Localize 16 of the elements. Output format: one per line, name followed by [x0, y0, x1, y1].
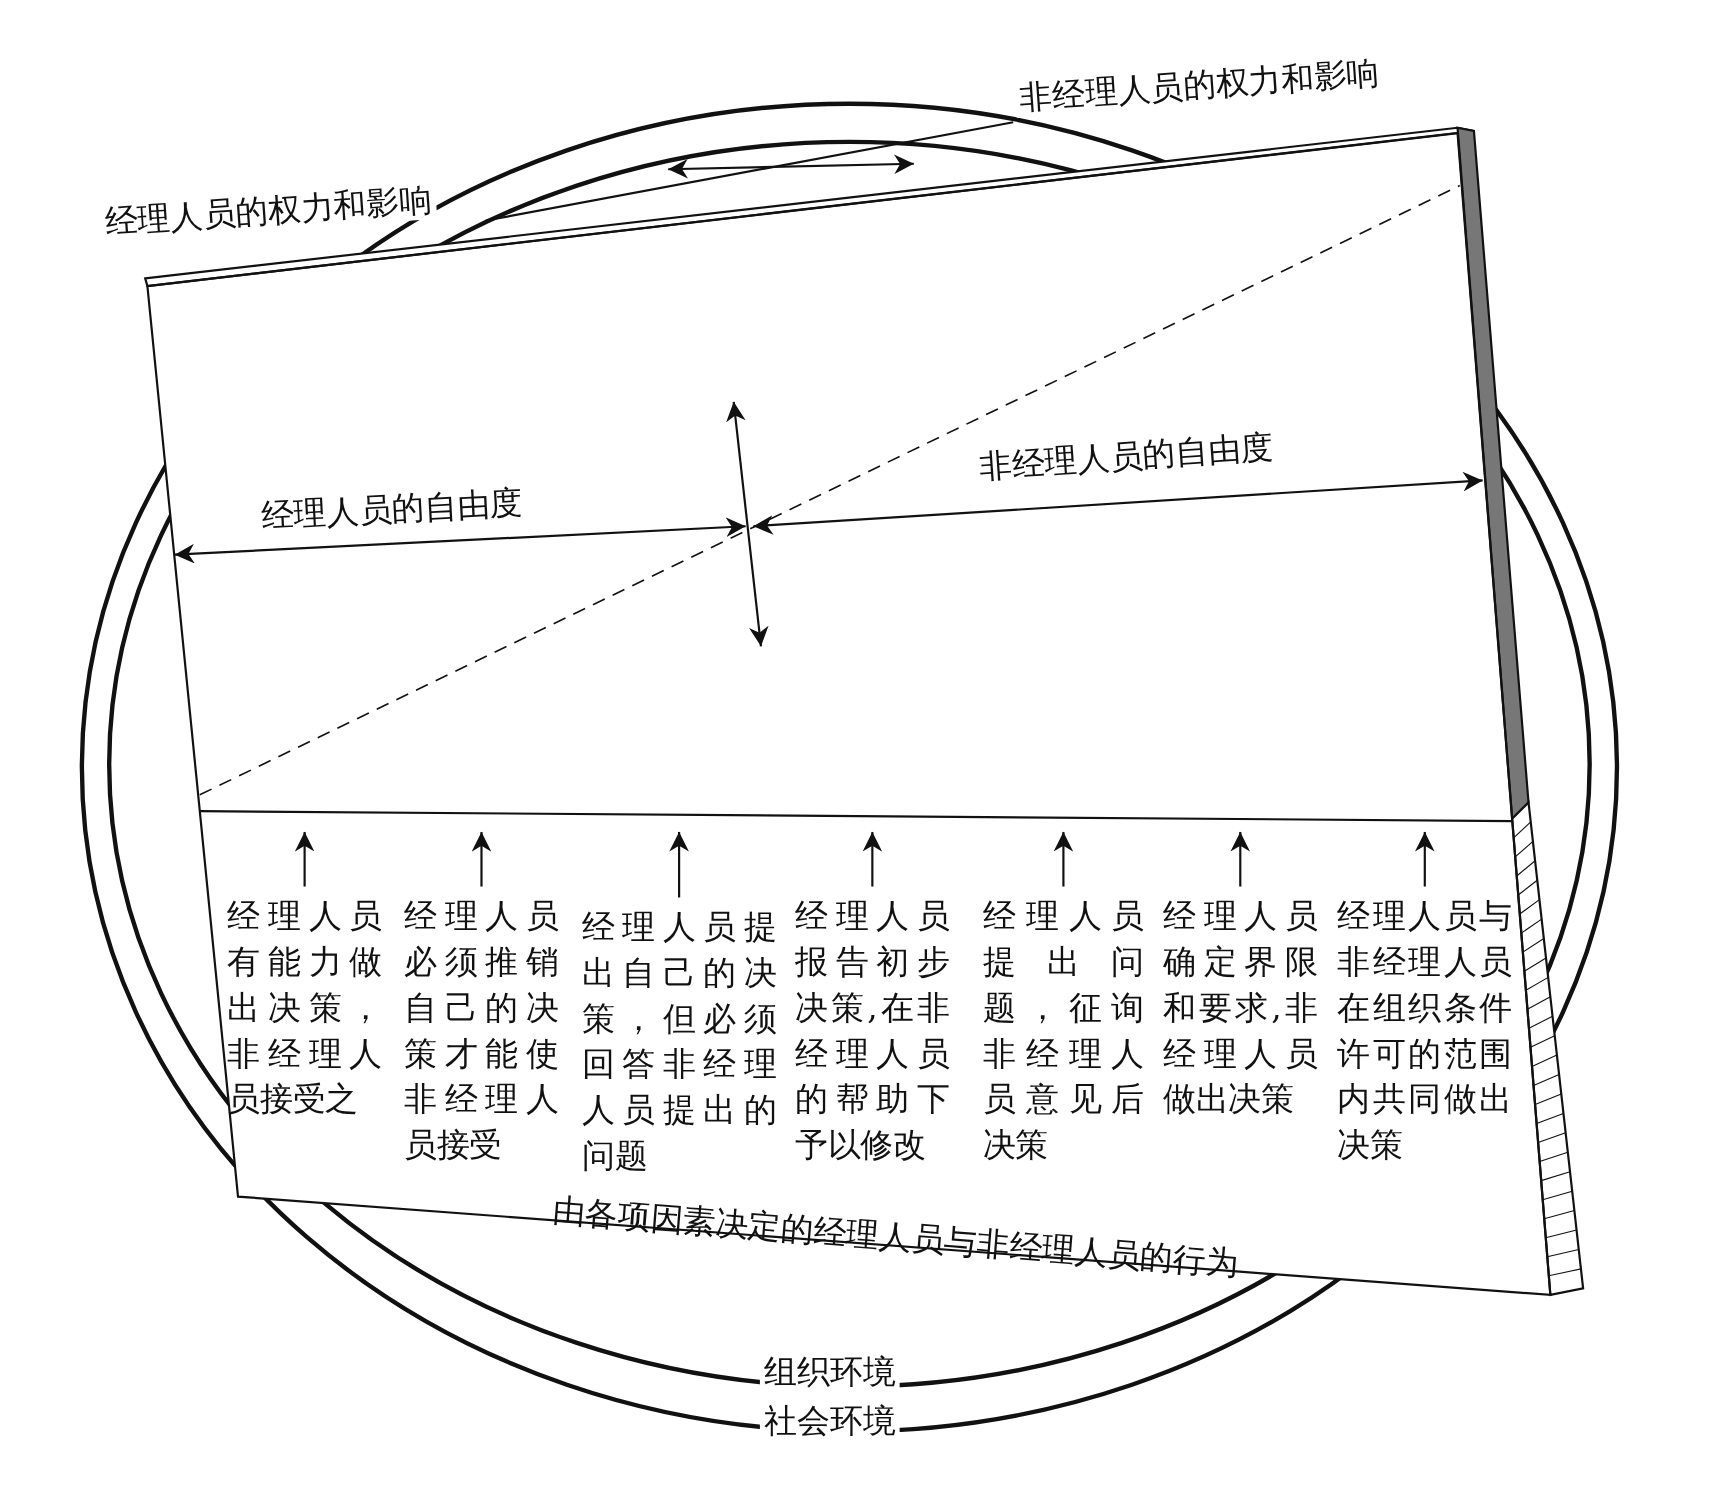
dimension-label: 非经理人员的自由度	[976, 426, 1276, 487]
arrow	[294, 831, 315, 887]
behavior-text: 经理人员报告初步决策,在非经理人员的帮助下予以修改	[794, 893, 950, 1169]
arrow	[862, 831, 883, 887]
behavior-text: 经理人员提出自己的决策，但必须回答非经理人员提出的问题	[581, 904, 777, 1180]
dimension-label: 经理人员的自由度	[258, 482, 525, 537]
behavior-text: 经理人员确定界限和要求,非经理人员做出决策	[1162, 893, 1318, 1123]
behavior-text: 经理人员与非经理人员在组织条件许可的范围内共同做出决策	[1337, 893, 1513, 1169]
arrow	[1230, 831, 1251, 887]
arrow	[1414, 831, 1435, 887]
behavior-text: 经理人员提出问题，征询非经理人员意见后决策	[982, 893, 1145, 1169]
behavior-text: 经理人员必须推销自己的决策才能使非经理人员接受	[403, 893, 559, 1169]
arrow	[471, 831, 492, 887]
arrow	[1053, 831, 1074, 887]
behavior-text: 经理人员有能力做出决策，非经理人员接受之	[227, 893, 383, 1123]
arrow	[669, 831, 689, 898]
